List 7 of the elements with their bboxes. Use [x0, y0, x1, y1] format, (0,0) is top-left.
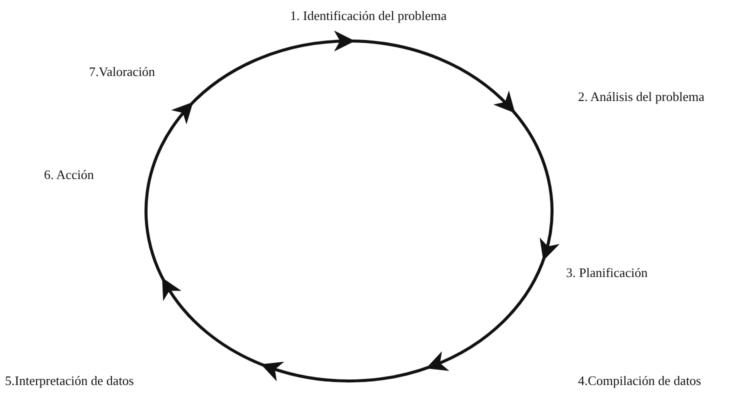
step-label: 3. Planificación	[566, 265, 648, 281]
step-label: 4.Compilación de datos	[578, 373, 702, 389]
step-label: 1. Identificación del problema	[290, 8, 447, 24]
step-label: 7.Valoración	[89, 64, 156, 80]
step-label: 2. Análisis del problema	[578, 89, 704, 105]
step-label: 6. Acción	[44, 167, 94, 183]
step-label: 5.Interpretación de datos	[5, 373, 134, 389]
